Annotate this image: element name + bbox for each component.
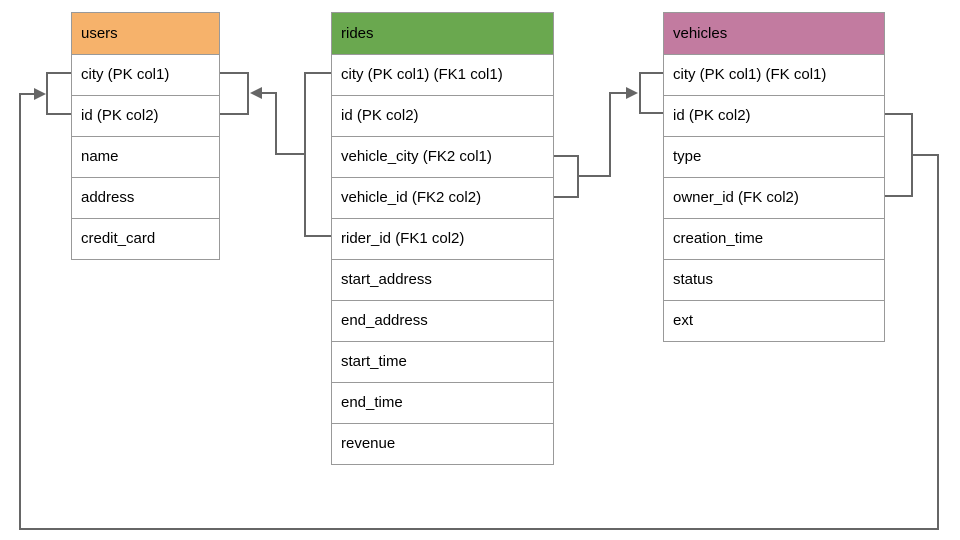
vehicles-right-fk-bracket bbox=[885, 113, 913, 197]
table-row: start_address bbox=[332, 259, 553, 300]
table-row: revenue bbox=[332, 423, 553, 464]
users-right-fk-bracket bbox=[220, 72, 249, 115]
table-row: id (PK col2) bbox=[332, 95, 553, 136]
table-row: ext bbox=[664, 300, 884, 341]
table-row: name bbox=[72, 136, 219, 177]
rides-table-header: rides bbox=[332, 13, 553, 54]
table-row: address bbox=[72, 177, 219, 218]
table-row: start_time bbox=[332, 341, 553, 382]
table-row: end_time bbox=[332, 382, 553, 423]
table-row: id (PK col2) bbox=[664, 95, 884, 136]
arrowhead-right-icon bbox=[626, 87, 638, 99]
vehicles-table-rows: city (PK col1) (FK col1)id (PK col2)type… bbox=[664, 54, 884, 341]
arrowhead-right-icon bbox=[34, 88, 46, 100]
vehicles-table-header: vehicles bbox=[664, 13, 884, 54]
rides-left-fk-bracket bbox=[304, 72, 331, 237]
rides-to-vehicles-connector bbox=[578, 92, 626, 177]
table-row: status bbox=[664, 259, 884, 300]
table-row: id (PK col2) bbox=[72, 95, 219, 136]
table-row: credit_card bbox=[72, 218, 219, 259]
table-row: creation_time bbox=[664, 218, 884, 259]
vehicles-left-fk-bracket bbox=[639, 72, 663, 114]
table-row: owner_id (FK col2) bbox=[664, 177, 884, 218]
users-table-header: users bbox=[72, 13, 219, 54]
rides-table: rides city (PK col1) (FK1 col1)id (PK co… bbox=[331, 12, 554, 465]
arrowhead-left-icon bbox=[250, 87, 262, 99]
table-row: city (PK col1) (FK col1) bbox=[664, 54, 884, 95]
rides-right-fk-bracket bbox=[554, 155, 579, 198]
table-row: vehicle_id (FK2 col2) bbox=[332, 177, 553, 218]
table-row: rider_id (FK1 col2) bbox=[332, 218, 553, 259]
rides-to-users-connector bbox=[262, 92, 305, 155]
vehicles-table: vehicles city (PK col1) (FK col1)id (PK … bbox=[663, 12, 885, 342]
table-row: city (PK col1) bbox=[72, 54, 219, 95]
table-row: type bbox=[664, 136, 884, 177]
users-left-fk-bracket bbox=[46, 72, 71, 115]
rides-table-rows: city (PK col1) (FK1 col1)id (PK col2)veh… bbox=[332, 54, 553, 464]
table-row: city (PK col1) (FK1 col1) bbox=[332, 54, 553, 95]
table-row: end_address bbox=[332, 300, 553, 341]
table-row: vehicle_city (FK2 col1) bbox=[332, 136, 553, 177]
